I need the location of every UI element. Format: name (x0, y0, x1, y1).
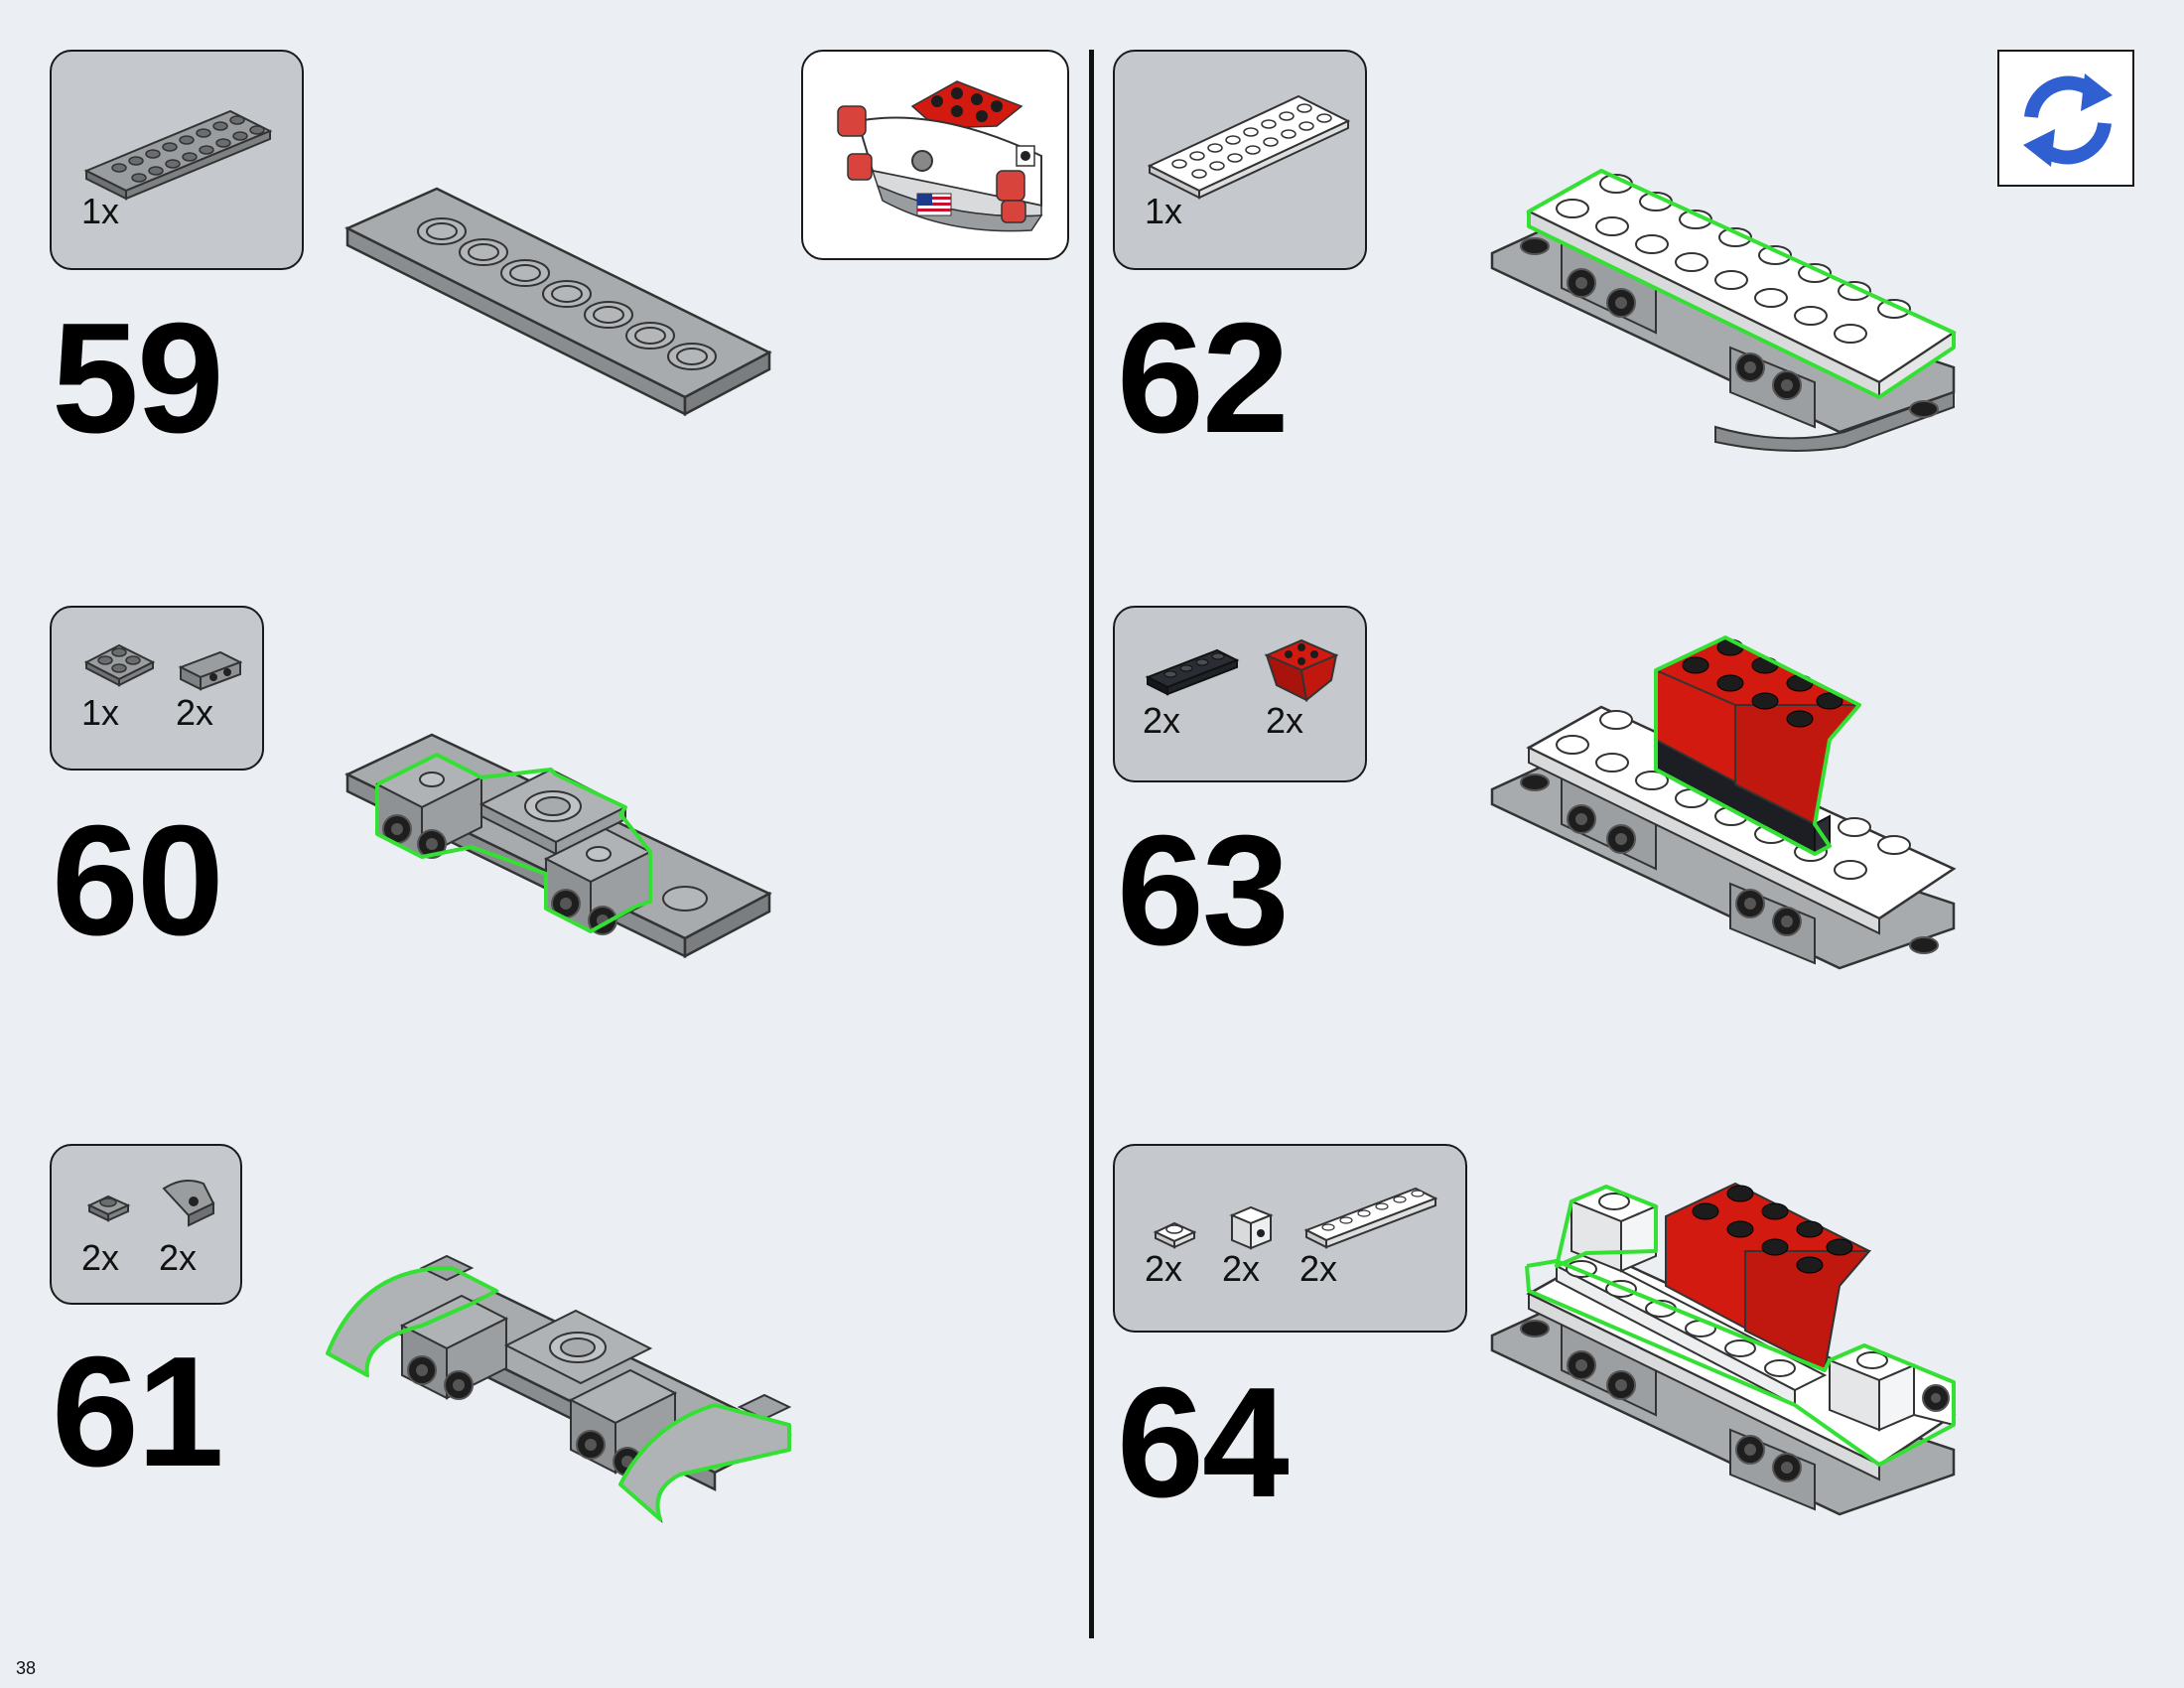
model-preview-image (837, 80, 1043, 232)
rotate-model-box (1997, 50, 2134, 187)
step-63-model (1490, 635, 1957, 970)
part-qty: 2x (81, 1237, 120, 1278)
step-number-64: 64 (1117, 1355, 1290, 1530)
part-qty: 2x (1266, 700, 1304, 741)
page-divider (1089, 50, 1094, 1638)
black-plate-1x4-icon (1145, 648, 1240, 696)
white-plate-1x1-icon (1153, 1221, 1197, 1249)
parts-box-step-59: 1x (50, 50, 304, 270)
part-qty: 2x (176, 692, 214, 733)
step-number-63: 63 (1117, 803, 1290, 978)
rotate-arrows-icon (2023, 73, 2113, 167)
step-number-61: 61 (52, 1325, 224, 1499)
part-qty: 2x (1222, 1248, 1261, 1289)
parts-box-step-63: 2x 2x (1113, 606, 1367, 782)
step-number-60: 60 (52, 793, 224, 968)
step-59-model (344, 187, 772, 417)
step-number-62: 62 (1117, 291, 1290, 466)
step-number-59: 59 (52, 291, 224, 466)
white-plate-2x8-icon (1147, 94, 1351, 200)
parts-box-step-60: 1x 2x (50, 606, 264, 771)
gray-plate-2x2-icon (83, 643, 156, 687)
part-qty: 1x (1145, 191, 1183, 231)
final-model-preview (801, 50, 1069, 260)
parts-box-step-64: 2x 2x 2x (1113, 1144, 1467, 1333)
part-qty: 2x (1299, 1248, 1338, 1289)
gray-curved-slope-icon (162, 1179, 215, 1227)
gray-plate-1x8-icon (83, 109, 273, 201)
part-qty: 2x (1145, 1248, 1183, 1289)
step-61-model (326, 1254, 792, 1523)
part-qty: 1x (81, 191, 120, 231)
step-62-model (1490, 169, 1957, 452)
part-qty: 2x (1143, 700, 1181, 741)
gray-brick-side-studs-icon (178, 650, 243, 691)
white-brick-1x1-stud-icon (1229, 1205, 1274, 1250)
step-64-model (1490, 1182, 1957, 1516)
flag-icon (916, 193, 952, 216)
gray-plate-1x1-icon (86, 1195, 131, 1222)
step-60-model (344, 733, 772, 959)
parts-box-step-61: 2x 2x (50, 1144, 242, 1305)
part-qty: 2x (159, 1237, 198, 1278)
white-plate-1x6-icon (1303, 1187, 1438, 1249)
page-number: 38 (16, 1658, 37, 1678)
red-inverted-slope-icon (1264, 638, 1339, 702)
part-qty: 1x (81, 692, 120, 733)
parts-box-step-62: 1x (1113, 50, 1367, 270)
